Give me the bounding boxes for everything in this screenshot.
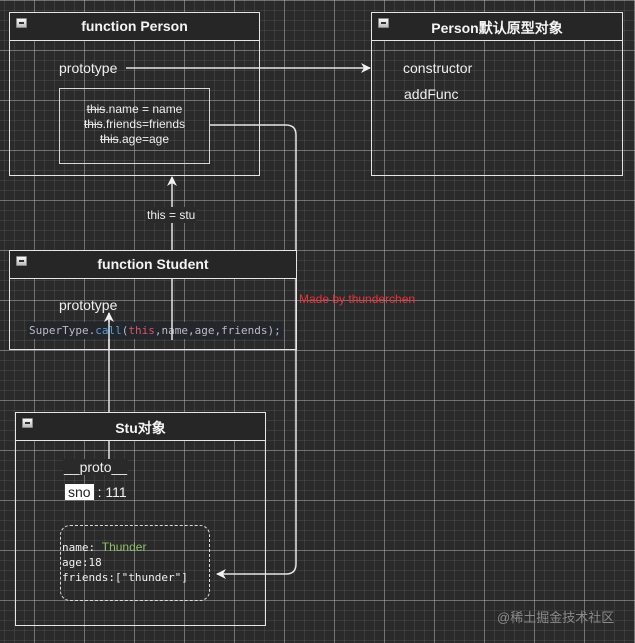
footer-watermark: @稀土掘金技术社区 <box>497 610 615 625</box>
author-watermark: Made by thunderchen <box>299 292 416 306</box>
proto-label: __proto__ <box>63 459 129 475</box>
person-function-box[interactable]: function Person prototype this.name = na… <box>9 12 260 176</box>
stu-object-title: Stu对象 <box>115 420 166 436</box>
person-prototype-label: prototype <box>59 60 118 76</box>
stu-object-header: Stu对象 <box>16 413 265 441</box>
person-body-box: this.name = name this.friends=friends th… <box>59 88 210 164</box>
person-prototype-box[interactable]: Person默认原型对象 constructor addFunc <box>371 12 623 176</box>
student-prototype-label: prototype <box>59 297 118 313</box>
person-function-title: function Person <box>81 18 188 34</box>
body-line: this.age=age <box>99 132 170 146</box>
student-function-box[interactable]: function Student prototype <box>9 250 297 350</box>
supertype-call-code: SuperType.call(this,name,age,friends); <box>27 322 283 339</box>
person-prototype-header: Person默认原型对象 <box>372 13 622 41</box>
body-line: this.name = name <box>86 102 183 116</box>
age-field: age:18 <box>62 556 102 569</box>
stu-fields-box: name: Thunder age:18 friends:["thunder"] <box>60 525 210 601</box>
stu-object-box[interactable]: Stu对象 __proto__ sno: 111 name: Thunder a… <box>15 412 266 626</box>
collapse-icon[interactable] <box>16 256 27 266</box>
name-field: name: Thunder <box>62 540 147 554</box>
sno-value: : 111 <box>97 484 127 500</box>
body-line: this.friends=friends <box>83 117 186 131</box>
sno-key: sno <box>65 484 94 500</box>
friends-field: friends:["thunder"] <box>62 571 188 584</box>
collapse-icon[interactable] <box>16 18 27 28</box>
collapse-icon[interactable] <box>378 18 389 28</box>
person-function-header: function Person <box>10 13 259 41</box>
addfunc-item: addFunc <box>404 86 459 102</box>
student-function-title: function Student <box>97 256 209 272</box>
person-prototype-title: Person默认原型对象 <box>431 20 563 36</box>
constructor-item: constructor <box>403 60 473 76</box>
this-stu-label: this = stu <box>146 207 197 223</box>
sno-field: sno: 111 <box>65 484 127 500</box>
student-function-header: function Student <box>10 251 296 279</box>
collapse-icon[interactable] <box>22 418 33 428</box>
